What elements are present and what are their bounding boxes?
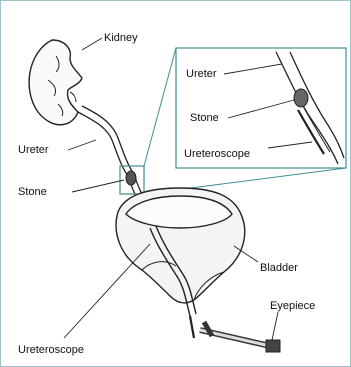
- label-ureter: Ureter: [18, 144, 49, 156]
- kidney-illustration: [29, 40, 82, 125]
- label-stone: Stone: [18, 186, 47, 198]
- label-eyepiece: Eyepiece: [270, 300, 315, 312]
- bladder-illustration: [116, 188, 245, 303]
- inset-label-ureteroscope: Ureteroscope: [184, 148, 250, 160]
- inset-label-ureter: Ureter: [186, 68, 217, 80]
- label-kidney: Kidney: [104, 32, 138, 44]
- inset-label-stone: Stone: [190, 112, 219, 124]
- label-bladder: Bladder: [260, 262, 298, 274]
- label-ureteroscope: Ureteroscope: [18, 344, 84, 356]
